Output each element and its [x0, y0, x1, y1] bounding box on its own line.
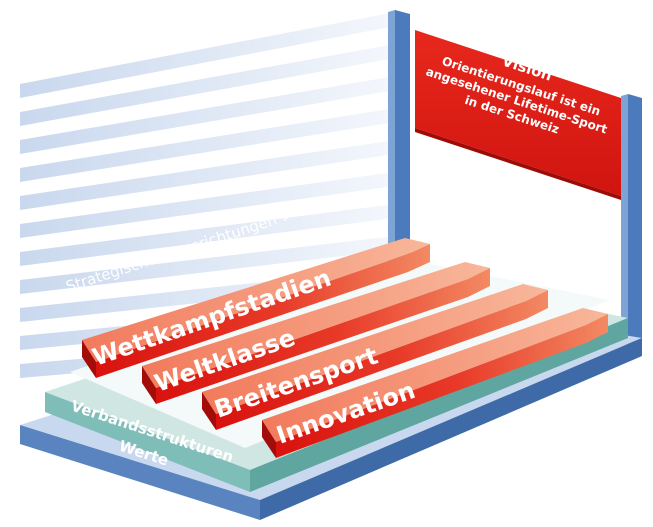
arrow-wettkampfstadien	[82, 238, 430, 378]
vision-banner	[415, 30, 621, 200]
arrow-weltklasse	[142, 262, 490, 404]
left-post	[395, 10, 410, 262]
arrow-breitensport	[202, 284, 548, 430]
right-post	[628, 94, 642, 352]
arrow-innovation	[262, 308, 608, 458]
